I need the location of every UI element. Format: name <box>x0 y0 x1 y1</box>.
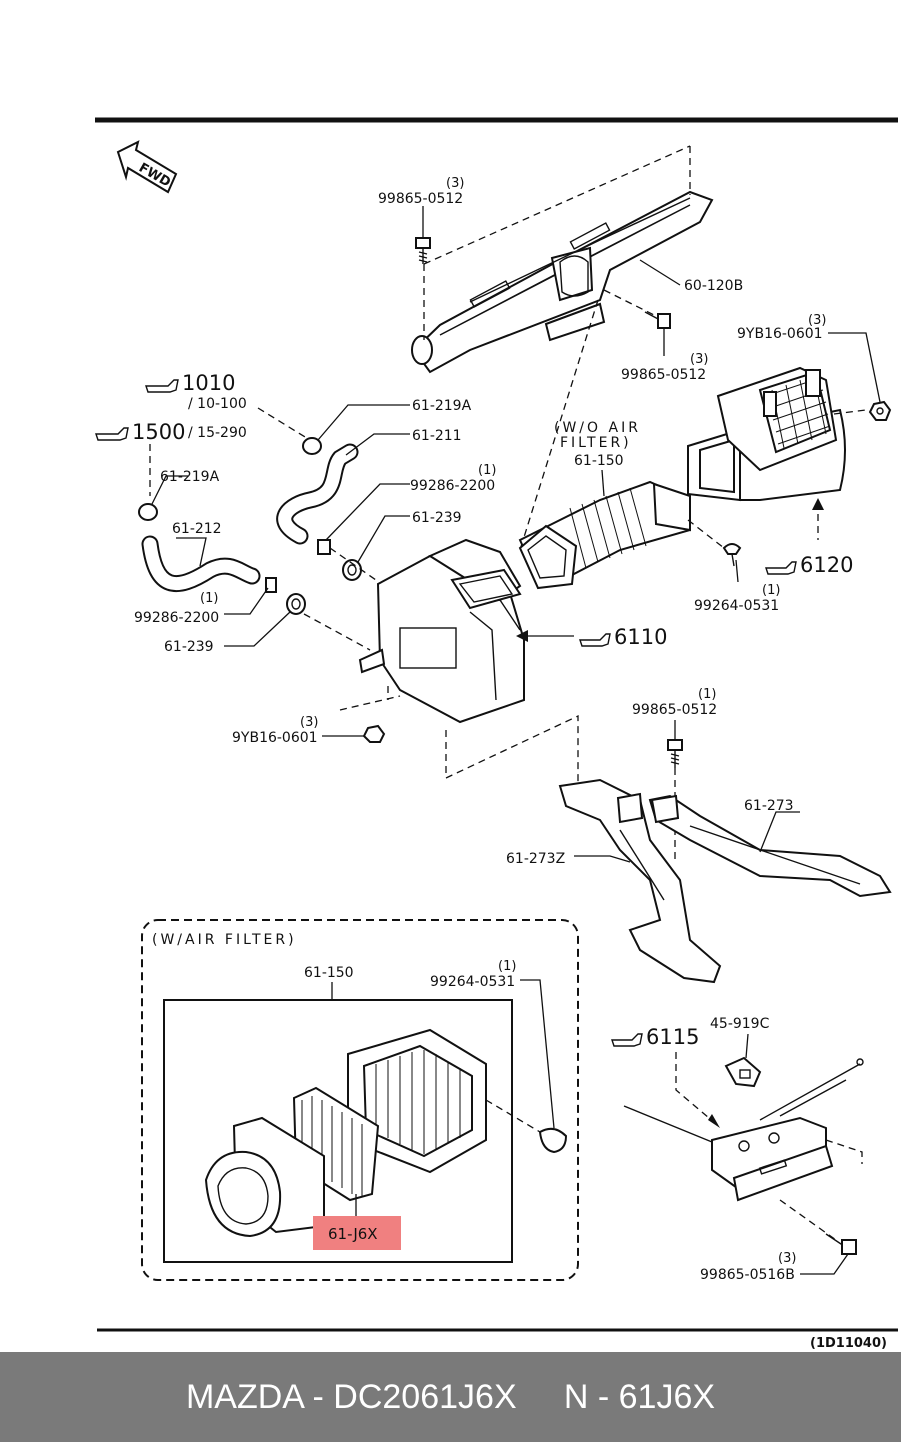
fwd-arrow-icon: FWD <box>116 140 178 194</box>
intake-duct-61-150 <box>518 480 691 590</box>
label-60-120B: 60-120B <box>684 278 743 294</box>
filter-assembly-frame <box>163 999 513 1263</box>
ref-1010: 1010 <box>182 371 235 395</box>
highlight-61-J6X <box>313 1216 401 1250</box>
figure-code: (1D11040) <box>810 1336 887 1351</box>
grommet-61-239-left-icon <box>286 593 306 615</box>
clamp-61-219A-top-icon <box>302 437 322 455</box>
label-61-273Z: 61-273Z <box>506 851 565 867</box>
label-99865-0512-top: 99865-0512 <box>378 191 463 207</box>
clip-99286-2200-top-icon <box>317 539 331 555</box>
ref-1010-sub: / 10-100 <box>188 396 247 412</box>
screw-99865-0512-low-icon <box>667 739 683 768</box>
clip-99286-2200-left-icon <box>265 577 277 593</box>
qty-99264-0531-right: (1) <box>762 583 780 598</box>
hose-61-212 <box>141 535 261 593</box>
label-61-273: 61-273 <box>744 798 794 814</box>
caption-bar: MAZDA - DC2061J6X N - 61J6X <box>0 1352 901 1442</box>
qty-9yb16-0601-left: (3) <box>300 715 318 730</box>
ref-1500-hand-icon <box>95 427 129 441</box>
ref-6115: 6115 <box>646 1025 699 1049</box>
filter-inlet-duct <box>204 1116 325 1238</box>
part-number-caption: MAZDA - DC2061J6X N - 61J6X <box>185 1377 716 1416</box>
label-61-219A-top: 61-219A <box>412 398 472 414</box>
ref-6115-hand-icon <box>611 1033 643 1047</box>
upper-air-duct <box>411 190 714 374</box>
label-99865-0516B: 99865-0516B <box>700 1267 795 1283</box>
hose-61-211 <box>276 443 359 545</box>
qty-99865-0512-top: (3) <box>446 176 464 191</box>
filter-housing <box>347 1028 487 1174</box>
label-99264-0531-right: 99264-0531 <box>694 598 779 614</box>
blower-unit <box>687 366 846 502</box>
qty-99286-2200-left: (1) <box>200 591 218 606</box>
qty-99865-0512-mid: (3) <box>690 352 708 367</box>
nut-9yb16-0601-left-icon <box>362 724 386 743</box>
label-61-211: 61-211 <box>412 428 462 444</box>
label-99865-0512-low: 99865-0512 <box>632 702 717 718</box>
ref-6120: 6120 <box>800 553 853 577</box>
nut-9yb16-0601-right-icon <box>868 400 892 421</box>
label-61-150-box: 61-150 <box>304 965 354 981</box>
ref-1500-sub: / 15-290 <box>188 425 247 441</box>
qty-99865-0516B: (3) <box>778 1251 796 1266</box>
wo-filter-note-line2: FILTER) <box>560 435 632 451</box>
qty-99865-0512-low: (1) <box>698 687 716 702</box>
qty-9yb16-0601-right: (3) <box>808 313 826 328</box>
label-45-919C: 45-919C <box>710 1016 770 1032</box>
label-61-239-top: 61-239 <box>412 510 462 526</box>
ref-6110: 6110 <box>614 625 667 649</box>
clip-99264-0531-box-icon <box>538 1127 568 1154</box>
wo-filter-note-line1: (W/O AIR <box>554 420 641 436</box>
label-61-239-left: 61-239 <box>164 639 214 655</box>
qty-99264-0531-box: (1) <box>498 959 516 974</box>
parts-diagram: FWD (3) 99865-0512 60-120B (3) 99865-051… <box>95 117 898 1351</box>
label-61-150-top: 61-150 <box>574 453 624 469</box>
ref-6110-hand-icon <box>579 633 611 647</box>
screw-99865-0512-top-icon <box>415 237 431 264</box>
label-9yb16-0601-left: 9YB16-0601 <box>232 730 318 746</box>
climate-control-unit <box>623 1058 864 1202</box>
label-61-219A-left: 61-219A <box>160 469 220 485</box>
qty-99286-2200-top: (1) <box>478 463 496 478</box>
screw-99865-0512-mid-icon <box>644 311 671 329</box>
w-filter-note: (W/AIR FILTER) <box>152 932 297 948</box>
label-99865-0512-mid: 99865-0512 <box>621 367 706 383</box>
clamp-61-219A-left-icon <box>138 503 158 521</box>
floor-duct-61-273Z <box>558 778 722 984</box>
filter-variant-dashed-box <box>141 919 579 1281</box>
ref-1500: 1500 <box>132 420 185 444</box>
label-9yb16-0601-right: 9YB16-0601 <box>737 326 823 342</box>
ref-6120-hand-icon <box>765 561 797 575</box>
label-61-J6X: 61-J6X <box>328 1225 378 1243</box>
label-99286-2200-top: 99286-2200 <box>410 478 495 494</box>
ref-1010-hand-icon <box>145 379 179 393</box>
clip-99264-0531-right-icon <box>722 543 742 567</box>
label-99264-0531-box: 99264-0531 <box>430 974 515 990</box>
label-99286-2200-left: 99286-2200 <box>134 610 219 626</box>
sensor-45-919C <box>724 1056 762 1088</box>
screw-99865-0516B-icon <box>825 1233 857 1255</box>
label-61-212: 61-212 <box>172 521 222 537</box>
evaporator-housing <box>358 538 525 724</box>
floor-duct-61-273 <box>648 794 892 898</box>
